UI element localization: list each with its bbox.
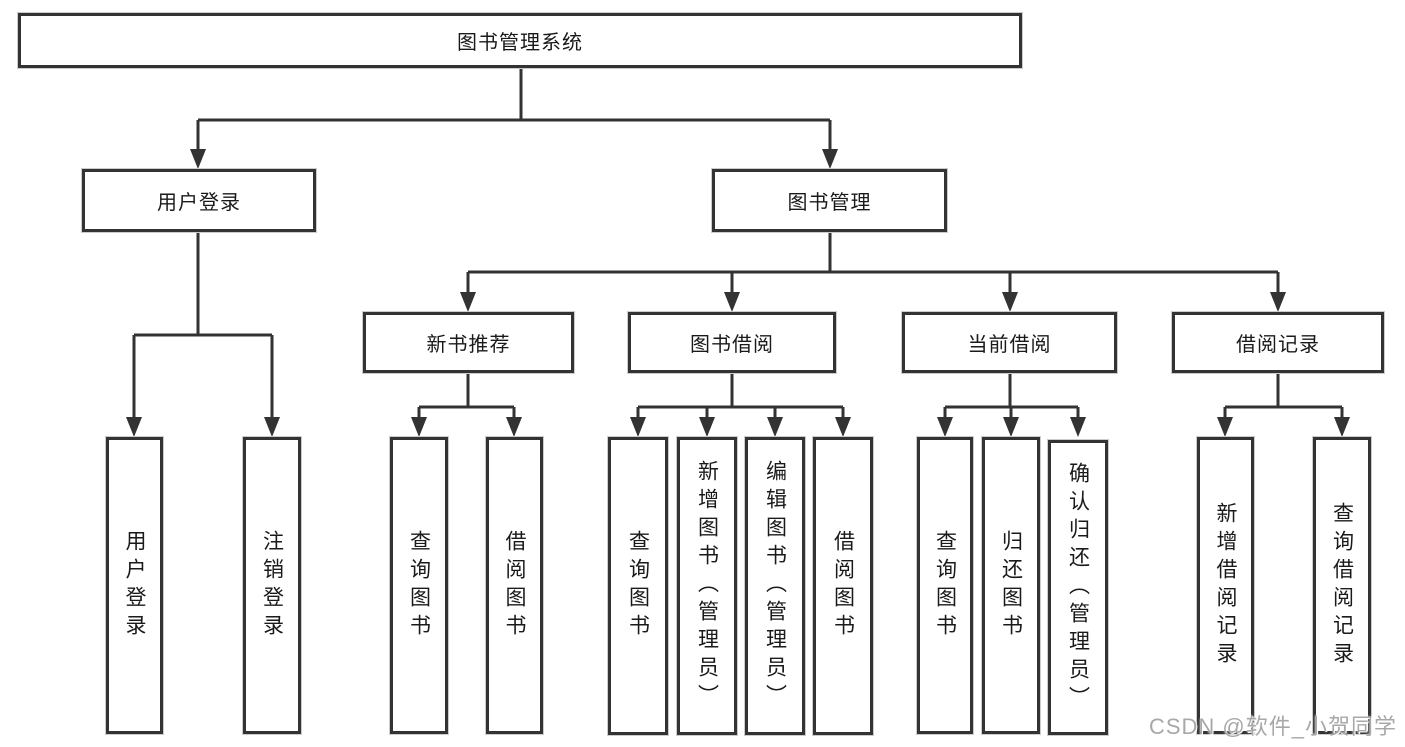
leaf-query-books-2: 查询图书 [608, 437, 668, 735]
node-new-book-recommend-label: 新书推荐 [426, 334, 511, 356]
node-current-borrow: 当前借阅 [902, 312, 1117, 373]
node-current-borrow-label: 当前借阅 [967, 334, 1052, 356]
leaf-add-book-admin: 新增图书（管理员） [677, 437, 737, 735]
leaf-add-borrow-record: 新增借阅记录 [1197, 437, 1254, 734]
leaf-add-book-admin-label: 新增图书（管理员） [695, 460, 719, 712]
leaf-edit-book-admin-label: 编辑图书（管理员） [763, 460, 787, 712]
leaf-return-books-label: 归还图书 [999, 529, 1023, 642]
leaf-return-books: 归还图书 [982, 437, 1040, 734]
leaf-query-borrow-record: 查询借阅记录 [1313, 437, 1371, 734]
leaf-borrow-books-1: 借阅图书 [486, 437, 543, 734]
node-book-management: 图书管理 [712, 169, 947, 232]
leaf-logout: 注销登录 [243, 437, 301, 734]
node-root: 图书管理系统 [18, 13, 1022, 68]
leaf-edit-book-admin: 编辑图书（管理员） [745, 437, 805, 735]
leaf-add-borrow-record-label: 新增借阅记录 [1214, 501, 1237, 670]
leaf-query-books-2-label: 查询图书 [626, 530, 650, 642]
leaf-logout-label: 注销登录 [260, 529, 284, 642]
leaf-confirm-return-admin-label: 确认归还（管理员） [1066, 461, 1090, 714]
node-borrow-record: 借阅记录 [1172, 312, 1384, 373]
leaf-query-books-3-label: 查询图书 [933, 529, 957, 642]
leaf-borrow-books-2: 借阅图书 [813, 437, 873, 735]
leaf-borrow-books-1-label: 借阅图书 [503, 529, 526, 642]
leaf-query-books-1: 查询图书 [390, 437, 448, 734]
arrowheads [126, 149, 1350, 437]
node-book-management-label: 图书管理 [787, 192, 872, 214]
leaf-user-login-label: 用户登录 [123, 529, 146, 642]
node-user-login-label: 用户登录 [157, 192, 241, 214]
node-new-book-recommend: 新书推荐 [363, 312, 574, 373]
leaf-user-login: 用户登录 [106, 437, 163, 734]
csdn-watermark: CSDN @软件_小贺同学 [1148, 714, 1397, 739]
leaf-borrow-books-2-label: 借阅图书 [831, 530, 855, 642]
leaf-query-books-3: 查询图书 [917, 437, 973, 734]
leaf-query-borrow-record-label: 查询借阅记录 [1330, 501, 1354, 670]
node-root-label: 图书管理系统 [457, 32, 583, 54]
node-borrow-record-label: 借阅记录 [1236, 334, 1320, 356]
leaf-confirm-return-admin: 确认归还（管理员） [1048, 440, 1108, 735]
node-book-borrow: 图书借阅 [628, 312, 836, 373]
node-book-borrow-label: 图书借阅 [690, 334, 774, 356]
node-user-login: 用户登录 [82, 169, 316, 232]
leaf-query-books-1-label: 查询图书 [407, 529, 431, 642]
